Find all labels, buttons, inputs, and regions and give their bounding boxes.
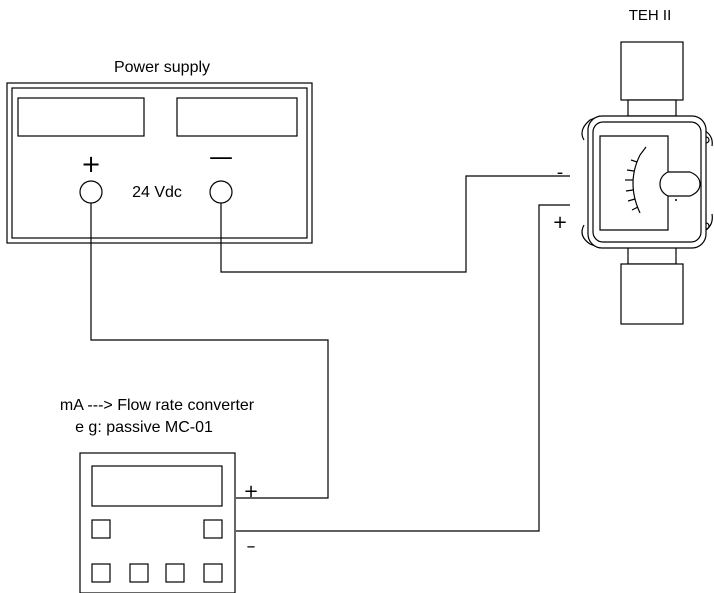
power-supply-plus-sign: +: [81, 150, 101, 178]
meter-upper-neck: [627, 99, 677, 117]
meter-knob-notch: [668, 171, 701, 197]
converter-key-4: [203, 563, 223, 583]
meter-dial-tick-2: [626, 169, 635, 172]
meter-upper-pipe: [620, 41, 684, 101]
converter-key-2: [129, 563, 149, 583]
power-supply-minus-sign: —: [209, 143, 233, 171]
meter-dial-tick-1: [630, 159, 638, 163]
converter-key-right: [203, 519, 223, 539]
wire-power-plus-to-converter-plus: [90, 203, 329, 499]
flow-meter-title: TEH II: [629, 7, 672, 24]
meter-plus-sign: +: [552, 212, 567, 233]
wire-converter-minus-to-meter-plus: [236, 204, 570, 532]
meter-dial-pointer: [639, 146, 647, 156]
power-supply-voltage-label: 24 Vdc: [132, 184, 182, 201]
converter-minus-sign: –: [247, 536, 256, 557]
converter-key-left: [91, 519, 111, 539]
power-supply-display-right: [176, 97, 298, 137]
power-supply-display-left: [17, 97, 145, 137]
wire-power-minus-to-meter-minus: [220, 175, 570, 273]
converter-key-3: [165, 563, 185, 583]
converter-key-1: [91, 563, 111, 583]
converter: mA ---> Flow rate converter e g: passive…: [60, 397, 259, 593]
meter-dial-tick-5: [627, 198, 636, 202]
converter-title-line2: e g: passive MC-01: [75, 419, 213, 436]
power-supply: Power supply + — 24 Vdc: [6, 59, 313, 244]
power-supply-title: Power supply: [114, 59, 210, 76]
converter-display: [91, 465, 223, 507]
meter-housing-inner: [592, 121, 702, 243]
converter-plus-sign: +: [243, 481, 258, 502]
meter-dial-scale: [632, 154, 641, 214]
meter-dial-window: [599, 135, 669, 231]
meter-dot: [675, 199, 677, 201]
flow-meter: TEH II - +: [552, 7, 713, 325]
meter-lower-pipe: [620, 263, 684, 325]
meter-dial-tick-6: [631, 206, 639, 211]
converter-title-line1: mA ---> Flow rate converter: [60, 397, 255, 414]
meter-left-flange-top: [581, 115, 601, 141]
power-supply-minus-terminal: [209, 180, 233, 204]
power-supply-plus-terminal: [79, 180, 103, 204]
meter-minus-sign: -: [557, 162, 564, 183]
meter-dial-tick-4: [625, 189, 634, 192]
meter-left-flange-bottom: [581, 224, 601, 249]
